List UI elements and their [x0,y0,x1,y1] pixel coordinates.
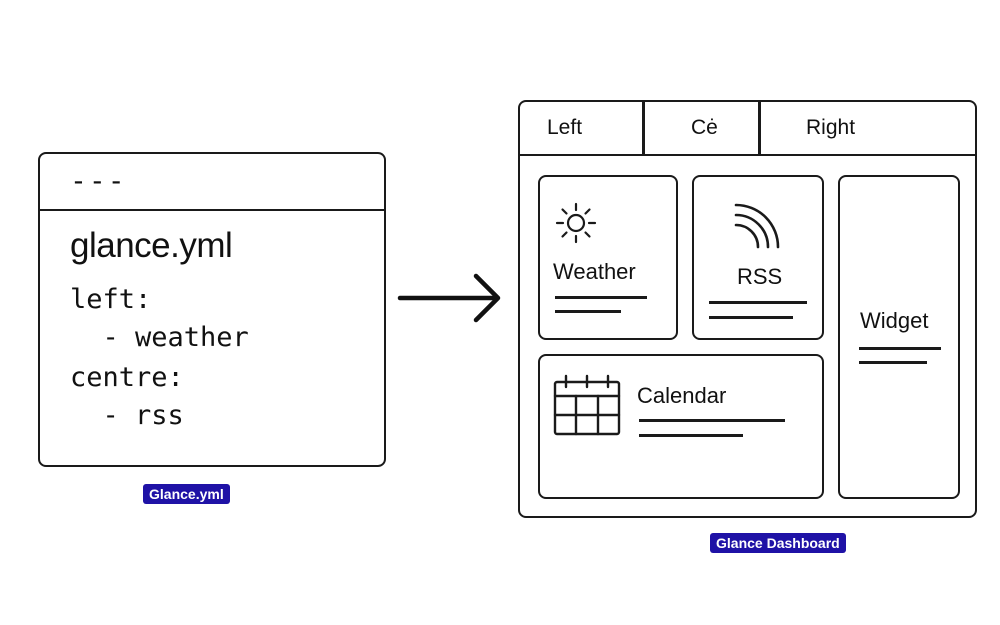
text-placeholder-line [859,347,941,350]
text-placeholder-line [639,434,743,437]
yaml-document-marker: --- [70,164,127,197]
text-placeholder-line [639,419,785,422]
tab-divider [642,102,645,154]
text-placeholder-line [859,361,927,364]
text-placeholder-line [555,296,647,299]
text-placeholder-line [555,310,621,313]
config-file-window: --- glance.yml left: - weather centre: -… [38,152,386,467]
config-file-name: glance.yml [70,226,233,265]
generic-widget: Widget [838,175,960,499]
code-line: - weather [70,322,249,353]
weather-widget: Weather [538,175,678,340]
text-placeholder-line [709,301,807,304]
calendar-label: Calendar [637,383,727,408]
rss-icon [734,203,780,249]
dashboard-tab-bar: Left Cė Right [520,102,975,156]
rss-widget: RSS [692,175,824,340]
glance-dashboard: Left Cė Right Weather [518,100,977,518]
code-line: left: [70,284,152,315]
calendar-icon [553,374,621,436]
weather-label: Weather [553,259,636,284]
code-line: - rss [70,400,184,431]
arrow-right-icon [397,273,501,323]
tab-centre[interactable]: Cė [691,116,718,139]
tab-left[interactable]: Left [547,116,583,139]
sun-icon [555,202,597,244]
widget-label: Widget [860,308,929,333]
file-caption: Glance.yml [143,484,230,504]
rss-label: RSS [737,264,783,289]
dashboard-caption: Glance Dashboard [710,533,846,553]
tab-right[interactable]: Right [806,116,856,139]
calendar-widget: Calendar [538,354,824,499]
code-line: centre: [70,362,184,393]
tab-divider [758,102,761,154]
text-placeholder-line [709,316,793,319]
config-file-header: --- [40,154,384,211]
